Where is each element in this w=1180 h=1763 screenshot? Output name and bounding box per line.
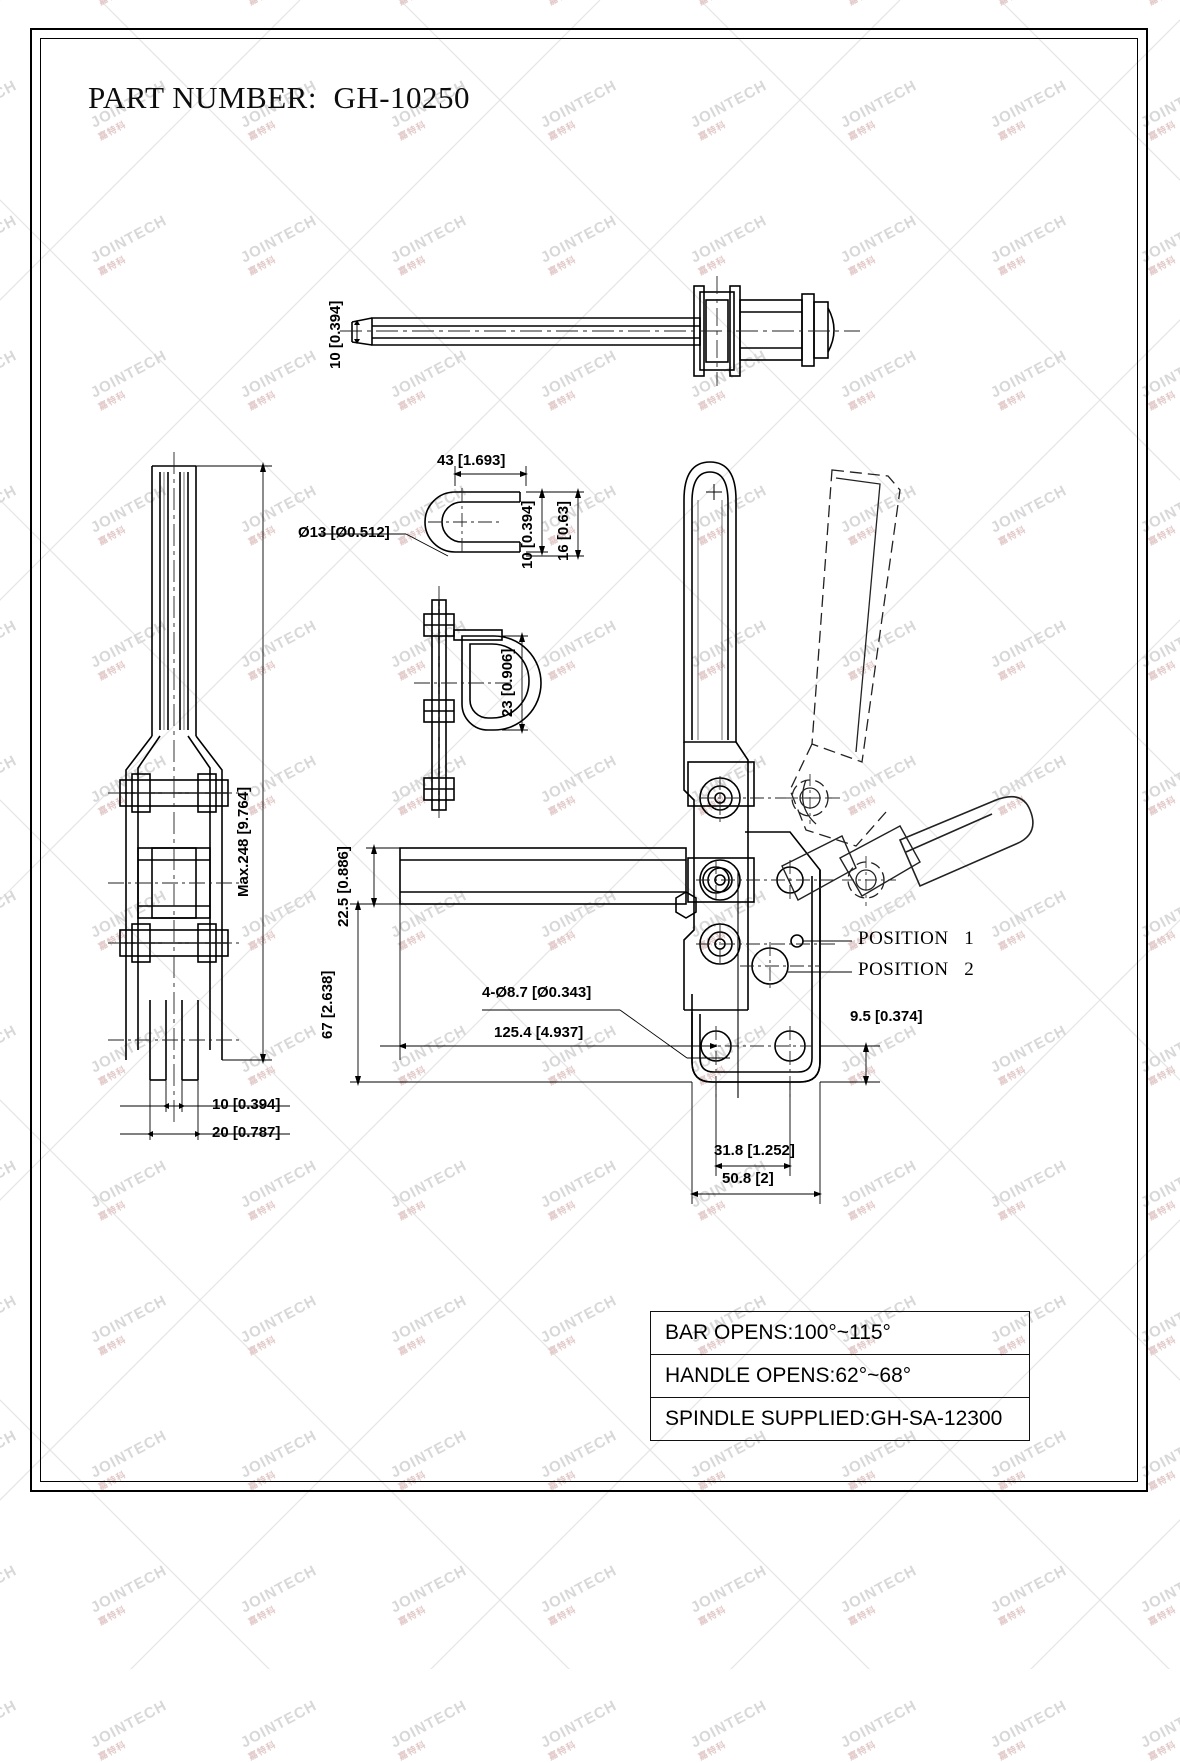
sheet-border-inner [40,38,1138,1482]
dim-overall-height: 67 [2.638] [319,970,336,1039]
dim-edge-offset: 9.5 [0.374] [850,1008,923,1025]
dim-base-width: 50.8 [2] [722,1170,774,1187]
spec-row-bar-opens: BAR OPENS:100°~115° [651,1312,1029,1355]
dim-hole-spacing: 31.8 [1.252] [714,1142,795,1159]
dim-left-view-large: 20 [0.787] [212,1124,281,1141]
dim-hole-spec: 4-Ø8.7 [Ø0.343] [482,984,592,1001]
specification-table: BAR OPENS:100°~115° HANDLE OPENS:62°~68°… [650,1311,1030,1441]
dim-left-view-small: 10 [0.394] [212,1096,281,1113]
dim-bar-side-height: 23 [0.906] [499,648,516,717]
spec-row-spindle-supplied: SPINDLE SUPPLIED:GH-SA-12300 [665,1407,1003,1430]
technical-drawing-geometry [108,276,1034,1204]
page-title: PART NUMBER: GH-10250 [88,80,471,115]
dim-left-view-height: Max.248 [9.764] [235,786,252,897]
spec-row-handle-opens: HANDLE OPENS:62°~68° [651,1355,1029,1398]
left-front-view [108,452,290,1140]
dim-top-view-thickness: 10 [0.394] [327,300,344,369]
dim-base-to-bar: 22.5 [0.886] [335,846,352,927]
sheet-border-outer [30,28,1148,1492]
callout-position-1: POSITION 1 [858,928,975,949]
dim-bar-bend-diameter: Ø13 [Ø0.512] [298,524,390,541]
dim-bar-thickness: 10 [0.394] [519,500,536,569]
callout-position-2: POSITION 2 [858,959,975,980]
dim-bar-width: 43 [1.693] [437,452,506,469]
dim-bar-depth: 16 [0.63] [555,500,572,561]
u-bar-top-view [318,466,584,560]
dim-overall-length: 125.4 [4.937] [494,1024,584,1041]
top-view [340,276,860,386]
u-bar-side-view [414,586,542,822]
main-assembly-view [350,461,1034,1204]
